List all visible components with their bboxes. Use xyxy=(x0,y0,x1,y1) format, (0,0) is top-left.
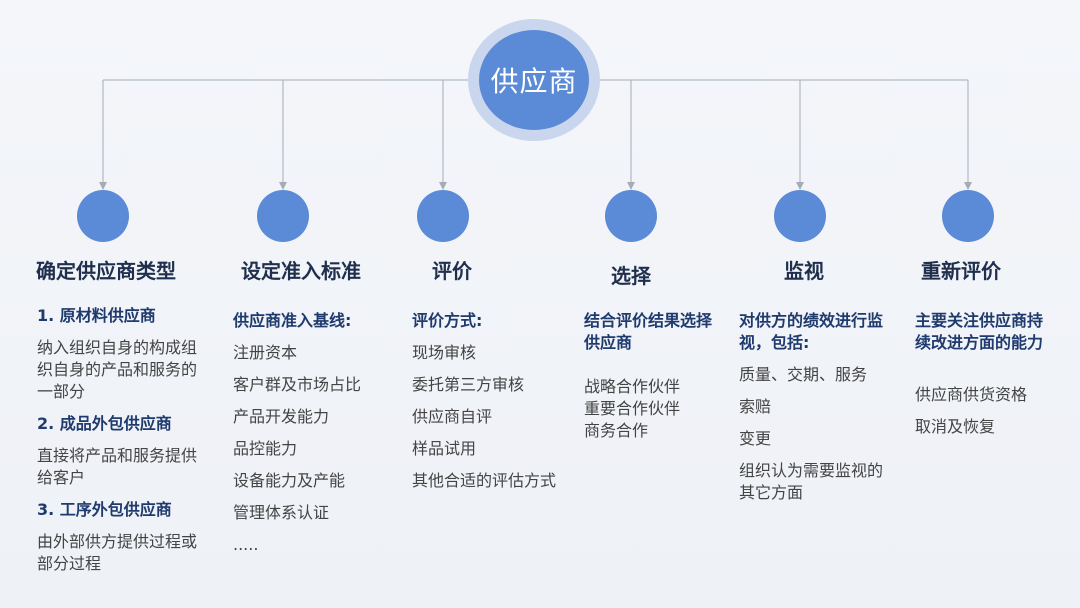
group-text: 由外部供方提供过程或部分过程 xyxy=(37,532,198,573)
column-heading: 评价方式: xyxy=(412,311,483,330)
list-item: 商务合作 xyxy=(584,421,649,440)
group-heading: 1. 原材料供应商 xyxy=(37,306,156,325)
list-item: ..... xyxy=(233,535,259,554)
list-item: 索赔 xyxy=(739,397,772,416)
node-dot-4 xyxy=(605,190,657,242)
column-title-3: 评价 xyxy=(432,259,472,283)
list-item: 现场审核 xyxy=(412,343,477,362)
column-body-1: 1. 原材料供应商 纳入组织自身的构成组织自身的产品和服务的一部分 2. 成品外… xyxy=(37,305,197,585)
column-title-4: 选择 xyxy=(611,264,651,288)
list-item: 品控能力 xyxy=(233,439,298,458)
column-body-5: 对供方的绩效进行监视，包括: 质量、交期、服务 索赔 变更 组织认为需要监视的其… xyxy=(739,310,889,514)
list-item: 产品开发能力 xyxy=(233,407,330,426)
group-text: 纳入组织自身的构成组织自身的产品和服务的一部分 xyxy=(37,338,198,401)
column-heading: 供应商准入基线: xyxy=(233,311,352,330)
list-item: 组织认为需要监视的其它方面 xyxy=(739,461,884,502)
list-item: 战略合作伙伴 xyxy=(584,377,681,396)
list-item: 供应商供货资格 xyxy=(915,385,1028,404)
column-body-3: 评价方式: 现场审核 委托第三方审核 供应商自评 样品试用 其他合适的评估方式 xyxy=(412,310,587,502)
group-text: 直接将产品和服务提供给客户 xyxy=(37,446,198,487)
node-dot-2 xyxy=(257,190,309,242)
column-body-2: 供应商准入基线: 注册资本 客户群及市场占比 产品开发能力 品控能力 设备能力及… xyxy=(233,310,403,566)
column-title-2: 设定准入标准 xyxy=(241,259,361,283)
group-heading: 2. 成品外包供应商 xyxy=(37,414,172,433)
column-heading: 结合评价结果选择供应商 xyxy=(584,311,713,352)
column-title-5: 监视 xyxy=(784,259,824,283)
column-body-6: 主要关注供应商持续改进方面的能力 供应商供货资格 取消及恢复 xyxy=(915,310,1055,448)
list-item: 客户群及市场占比 xyxy=(233,375,362,394)
list-item: 管理体系认证 xyxy=(233,503,330,522)
column-title-1: 确定供应商类型 xyxy=(36,259,176,283)
list-item: 供应商自评 xyxy=(412,407,493,426)
column-heading: 主要关注供应商持续改进方面的能力 xyxy=(915,311,1044,352)
node-dot-1 xyxy=(77,190,129,242)
group-heading: 3. 工序外包供应商 xyxy=(37,500,172,519)
list-item: 变更 xyxy=(739,429,772,448)
column-title-6: 重新评价 xyxy=(921,259,1001,283)
list-item: 设备能力及产能 xyxy=(233,471,346,490)
node-dot-3 xyxy=(417,190,469,242)
node-dot-5 xyxy=(774,190,826,242)
list-item: 取消及恢复 xyxy=(915,417,996,436)
list-item: 质量、交期、服务 xyxy=(739,365,868,384)
center-label: 供应商 xyxy=(479,30,589,130)
list-item: 重要合作伙伴 xyxy=(584,399,681,418)
node-dot-6 xyxy=(942,190,994,242)
center-node: 供应商 xyxy=(468,19,600,141)
list-item: 委托第三方审核 xyxy=(412,375,525,394)
list-item: 其他合适的评估方式 xyxy=(412,471,557,490)
list-item: 样品试用 xyxy=(412,439,477,458)
column-heading: 对供方的绩效进行监视，包括: xyxy=(739,311,884,352)
list-item: 注册资本 xyxy=(233,343,298,362)
column-body-4: 结合评价结果选择供应商 战略合作伙伴 重要合作伙伴 商务合作 xyxy=(584,310,714,442)
